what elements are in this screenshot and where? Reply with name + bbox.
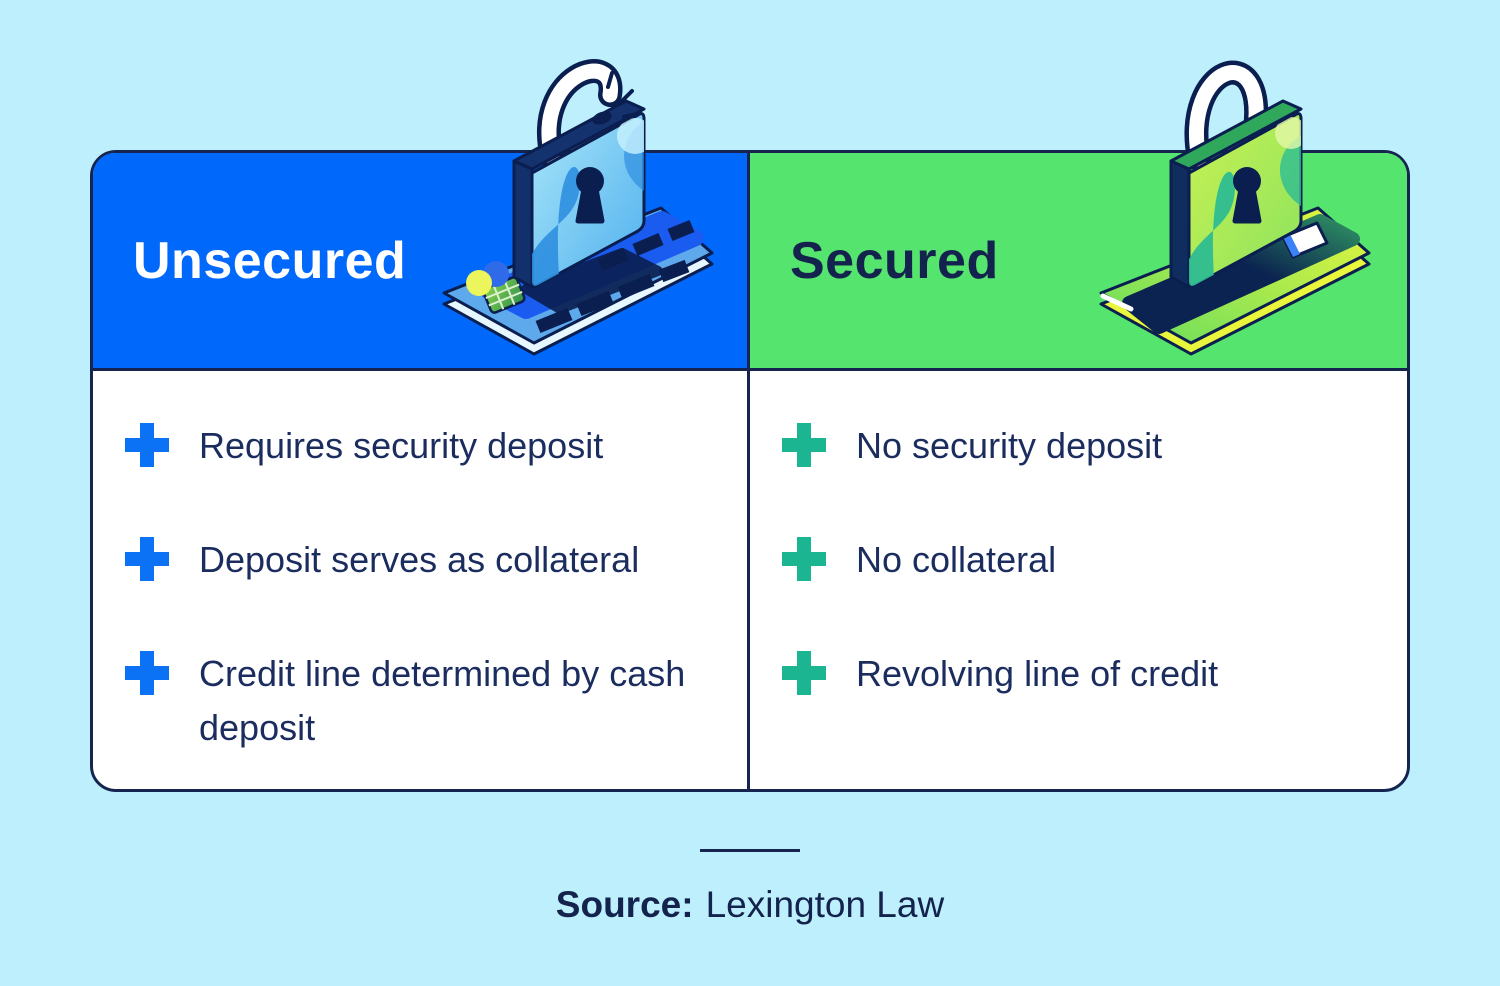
list-item: No collateral [782,533,1371,587]
locked-padlock-credit-card-icon [1099,60,1371,356]
list-item-text: No security deposit [856,425,1163,466]
plus-icon [125,423,169,467]
list-item: Revolving line of credit [782,647,1371,701]
plus-icon [782,537,826,581]
footer-divider [700,849,800,852]
list-item: No security deposit [782,419,1371,473]
plus-icon [782,423,826,467]
source-line: Source: Lexington Law [0,884,1500,926]
unsecured-header: Unsecured [93,59,750,371]
source-value: Lexington Law [705,884,945,925]
secured-header: Secured [750,60,1407,371]
list-item-text: No collateral [856,539,1057,580]
list-item: Credit line determined by cash deposit [125,647,711,755]
table-header-row: Unsecured [93,59,1407,371]
list-item-text: Deposit serves as collateral [199,539,640,580]
list-item: Requires security deposit [125,419,711,473]
source-label: Source: [555,884,694,925]
plus-icon [782,651,826,695]
unlocked-padlock-credit-card-icon [442,59,714,356]
secured-title: Secured [790,231,999,290]
unsecured-list: Requires security deposit Deposit serves… [93,371,750,789]
list-item-text: Credit line determined by cash deposit [199,653,686,748]
plus-icon [125,537,169,581]
list-item: Deposit serves as collateral [125,533,711,587]
list-item-text: Requires security deposit [199,425,604,466]
table-body-row: Requires security deposit Deposit serves… [93,371,1407,789]
comparison-table: Unsecured [90,59,1410,792]
list-item-text: Revolving line of credit [856,653,1219,694]
plus-icon [125,651,169,695]
secured-list: No security deposit No collateral Revolv… [750,371,1407,789]
unsecured-title: Unsecured [133,231,407,290]
